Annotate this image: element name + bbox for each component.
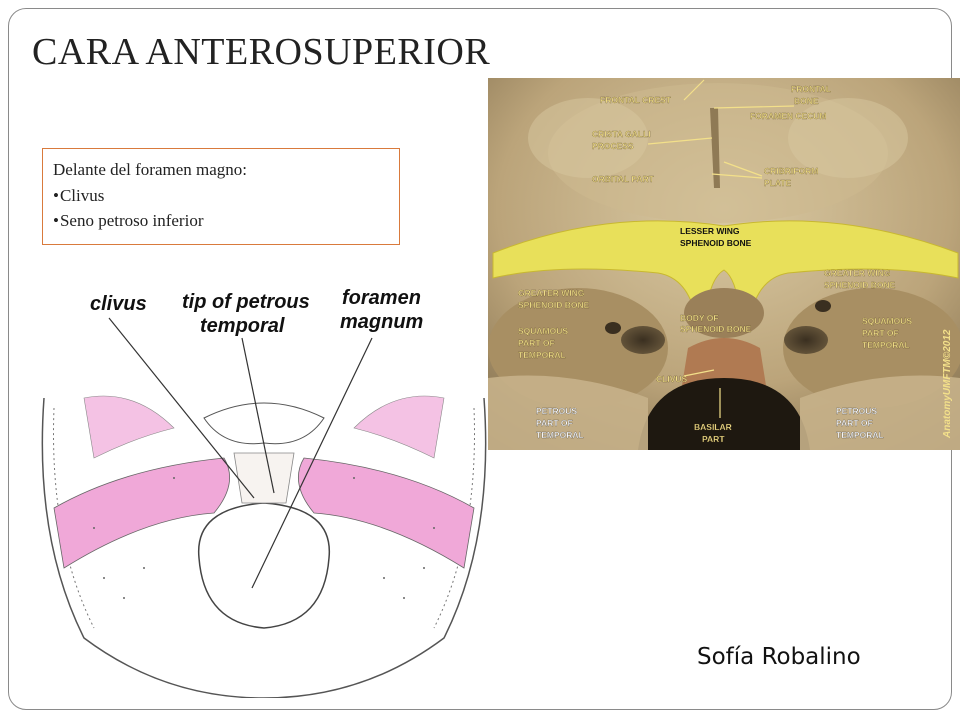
label-greater-wing-right-1: GREATER WING <box>824 268 891 278</box>
notes-item-seno: Seno petroso inferior <box>53 208 389 234</box>
label-lesser-wing-2: SPHENOID BONE <box>680 238 752 248</box>
label-greater-wing-right-2: SPHENOID BONE <box>824 280 896 290</box>
label-greater-wing-left-2: SPHENOID BONE <box>518 300 590 310</box>
notes-list: Clivus Seno petroso inferior <box>53 183 389 234</box>
label-basilar-1: BASILAR <box>694 422 732 432</box>
label-frontal-bone-1: FRONTAL <box>791 84 831 94</box>
label-squamous-right-3: TEMPORAL <box>862 340 910 350</box>
label-petrous-left-2: PART OF <box>536 418 573 428</box>
sketch-label-tip-petrous-2: temporal <box>200 315 285 337</box>
label-body-sphenoid-2: SPHENOID BONE <box>680 324 752 334</box>
label-crista-galli-1: CRISTA GALLI <box>592 129 651 139</box>
label-basilar-2: PART <box>702 434 725 444</box>
label-crista-galli-2: PROCESS <box>592 141 634 151</box>
skull-base-sketch: clivus tip of petrous temporal foramen m… <box>41 287 487 698</box>
notes-textbox: Delante del foramen magno: Clivus Seno p… <box>42 148 400 245</box>
label-squamous-left-2: PART OF <box>518 338 555 348</box>
notes-heading: Delante del foramen magno: <box>53 160 248 179</box>
label-frontal-bone-2: BONE <box>794 96 819 106</box>
label-petrous-left-1: PETROUS <box>536 406 577 416</box>
petrous-left-pink <box>53 457 230 569</box>
label-squamous-right-2: PART OF <box>862 328 899 338</box>
label-cribriform-1: CRIBRIFORM <box>764 166 818 176</box>
slide-title: CARA ANTEROSUPERIOR <box>32 31 491 73</box>
foramen-magnum-outline <box>197 502 331 629</box>
label-body-sphenoid-1: BODY OF <box>680 313 719 323</box>
skull-base-photo: FRONTAL CREST FRONTAL BONE FORAMEN CECUM… <box>488 78 960 450</box>
label-clivus: CLIVUS <box>656 374 688 384</box>
label-squamous-left-1: SQUAMOUS <box>518 326 568 336</box>
label-squamous-left-3: TEMPORAL <box>518 350 566 360</box>
lesser-wing-highlight <box>492 220 959 319</box>
label-petrous-left-3: TEMPORAL <box>536 430 584 440</box>
photo-watermark: AnatomyUMFTM©2012 <box>942 329 953 439</box>
sketch-label-clivus: clivus <box>90 293 147 315</box>
label-frontal-crest: FRONTAL CREST <box>600 95 672 105</box>
sketch-label-foramen-1: foramen <box>342 287 421 309</box>
label-greater-wing-left-1: GREATER WING <box>518 288 585 298</box>
sketch-label-tip-petrous-1: tip of petrous <box>182 291 310 313</box>
label-petrous-right-1: PETROUS <box>836 406 877 416</box>
label-petrous-right-2: PART OF <box>836 418 873 428</box>
label-petrous-right-3: TEMPORAL <box>836 430 884 440</box>
label-squamous-right-1: SQUAMOUS <box>862 316 912 326</box>
notes-item-clivus: Clivus <box>53 183 389 209</box>
author-name: Sofía Robalino <box>697 644 861 670</box>
label-lesser-wing-1: LESSER WING <box>680 226 740 236</box>
sketch-label-foramen-2: magnum <box>340 311 423 333</box>
label-foramen-cecum: FORAMEN CECUM <box>750 111 827 121</box>
label-cribriform-2: PLATE <box>764 178 792 188</box>
petrous-right-pink <box>298 457 475 569</box>
label-orbital-part: ORBITAL PART <box>592 174 655 184</box>
